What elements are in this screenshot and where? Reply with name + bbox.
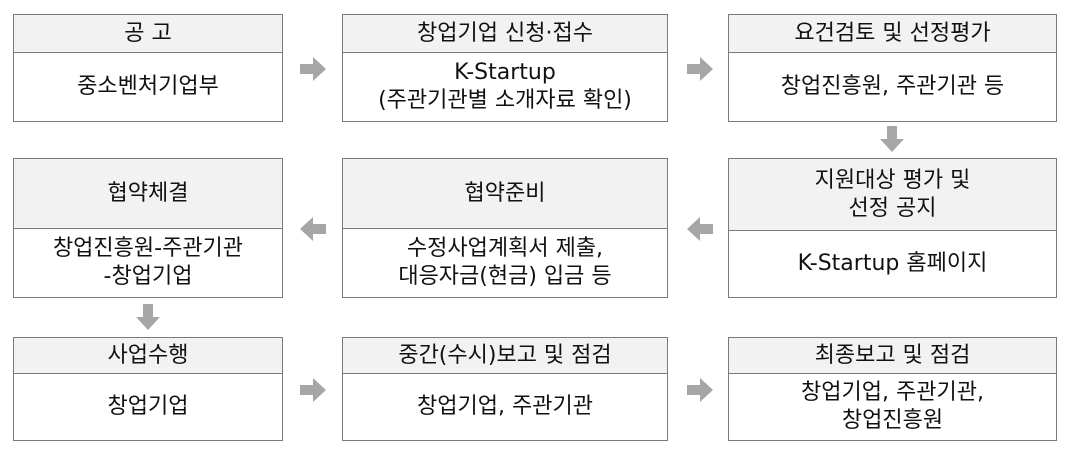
step-project-execution: 사업수행 창업기업 bbox=[13, 337, 283, 441]
arrow-right-icon bbox=[685, 375, 715, 405]
step-body: 창업기업, 주관기관, 창업진흥원 bbox=[801, 380, 984, 433]
step-title: 중간(수시)보고 및 점검 bbox=[343, 338, 667, 374]
step-body: 중소벤처기업부 bbox=[77, 74, 219, 99]
step-title: 창업기업 신청·접수 bbox=[343, 15, 667, 53]
arrow-down-icon bbox=[877, 124, 907, 154]
step-title: 협약준비 bbox=[343, 159, 667, 229]
step-interim-report: 중간(수시)보고 및 점검 창업기업, 주관기관 bbox=[342, 337, 668, 441]
step-title: 사업수행 bbox=[14, 338, 282, 374]
step-body: 창업기업 bbox=[107, 394, 189, 419]
arrow-right-icon bbox=[685, 54, 715, 84]
step-body: K-Startup 홈페이지 bbox=[797, 251, 988, 276]
step-body: K-Startup (주관기관별 소개자료 확인) bbox=[378, 60, 632, 113]
step-title: 지원대상 평가 및 선정 공지 bbox=[729, 159, 1056, 231]
step-final-report: 최종보고 및 점검 창업기업, 주관기관, 창업진흥원 bbox=[728, 337, 1057, 441]
step-review-evaluation: 요건검토 및 선정평가 창업진흥원, 주관기관 등 bbox=[728, 14, 1057, 122]
step-title: 요건검토 및 선정평가 bbox=[729, 15, 1056, 53]
step-body: 창업진흥원-주관기관 -창업기업 bbox=[52, 236, 244, 289]
arrow-left-icon bbox=[298, 214, 328, 244]
step-title: 최종보고 및 점검 bbox=[729, 338, 1056, 374]
arrow-down-icon bbox=[133, 302, 163, 332]
step-selection-notice: 지원대상 평가 및 선정 공지 K-Startup 홈페이지 bbox=[728, 158, 1057, 298]
arrow-right-icon bbox=[298, 375, 328, 405]
arrow-left-icon bbox=[685, 214, 715, 244]
arrow-right-icon bbox=[298, 54, 328, 84]
step-agreement-prep: 협약준비 수정사업계획서 제출, 대응자금(현금) 입금 등 bbox=[342, 158, 668, 298]
step-agreement: 협약체결 창업진흥원-주관기관 -창업기업 bbox=[13, 158, 283, 298]
step-body: 수정사업계획서 제출, 대응자금(현금) 입금 등 bbox=[398, 236, 612, 289]
step-announcement: 공 고 중소벤처기업부 bbox=[13, 14, 283, 122]
step-title: 공 고 bbox=[14, 15, 282, 53]
step-body: 창업기업, 주관기관 bbox=[417, 394, 593, 419]
step-apply-receive: 창업기업 신청·접수 K-Startup (주관기관별 소개자료 확인) bbox=[342, 14, 668, 122]
step-title: 협약체결 bbox=[14, 159, 282, 229]
step-body: 창업진흥원, 주관기관 등 bbox=[780, 74, 1005, 99]
